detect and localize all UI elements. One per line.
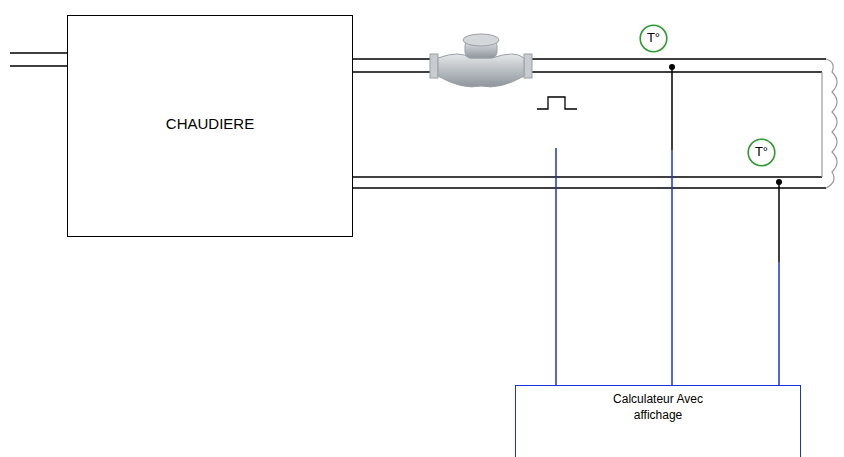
node-label: Calculateur Avec affichage	[612, 392, 704, 423]
temperature-sensor: T°	[639, 24, 668, 53]
sensor-label: T°	[647, 30, 660, 47]
sensor-wires	[556, 64, 782, 385]
return-pipe	[353, 177, 826, 188]
node-label: CHAUDIERE	[166, 114, 254, 134]
flow-meter	[430, 34, 532, 87]
temperature-sensor: T°	[747, 138, 776, 167]
calculator-box: Calculateur Avec affichage	[515, 385, 801, 457]
supply-pipe	[353, 59, 826, 72]
pulse-symbol	[537, 97, 577, 109]
boiler-box: CHAUDIERE	[67, 15, 353, 237]
inlet-pipe	[10, 53, 67, 66]
sensor-label: T°	[755, 144, 768, 161]
heat-emitter-coil	[822, 59, 837, 188]
